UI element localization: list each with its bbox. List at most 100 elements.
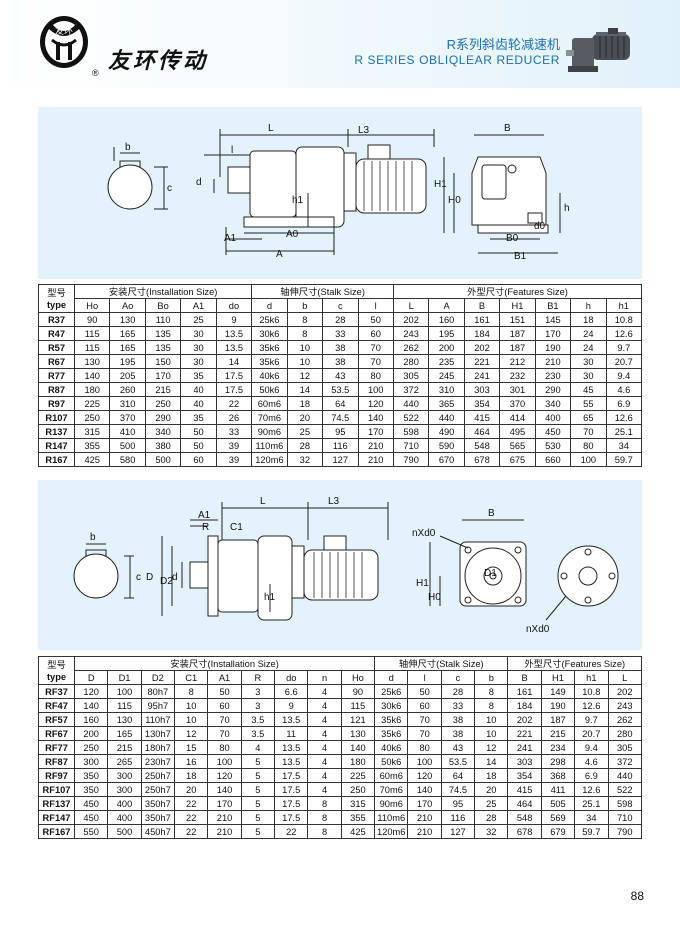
svg-text:A: A <box>276 249 283 260</box>
value-cell: 34 <box>605 438 643 453</box>
value-cell: 4.6 <box>605 382 643 397</box>
model-cell: R107 <box>38 410 75 425</box>
value-cell: 5 <box>240 768 276 783</box>
value-cell: 8 <box>474 684 509 699</box>
value-cell: 350h7 <box>140 796 176 811</box>
svg-text:l: l <box>231 145 233 156</box>
value-cell: 440 <box>428 410 465 425</box>
shaft-section-view <box>73 543 134 599</box>
column-header-cell: D2 <box>140 670 176 685</box>
value-cell: 315 <box>340 796 376 811</box>
value-cell: 50k6 <box>374 754 409 769</box>
value-cell: 33 <box>322 326 359 341</box>
column-header-cell: D <box>73 670 109 685</box>
value-cell: 230 <box>534 368 572 383</box>
value-cell: 4 <box>307 782 342 797</box>
value-cell: 10.8 <box>574 684 609 699</box>
value-cell: 70 <box>407 712 442 727</box>
value-cell: 60 <box>180 452 217 467</box>
column-header-cell: Ho <box>73 298 111 313</box>
svg-text:D1: D1 <box>484 568 497 579</box>
value-cell: 115 <box>340 698 376 713</box>
value-cell: 100 <box>407 754 442 769</box>
value-cell: 13.5 <box>274 740 309 755</box>
value-cell: 370 <box>499 396 536 411</box>
value-cell: 548 <box>463 438 501 453</box>
value-cell: 35 <box>180 410 217 425</box>
svg-text:D2: D2 <box>160 576 173 587</box>
value-cell: 14 <box>215 354 253 369</box>
type-header-cn: 型号 <box>47 659 66 670</box>
value-cell: 9.4 <box>605 368 643 383</box>
value-cell: 65 <box>570 410 607 425</box>
value-cell: 4 <box>307 712 342 727</box>
value-cell: 11 <box>274 726 309 741</box>
model-cell: R167 <box>38 452 75 467</box>
value-cell: 160 <box>428 312 465 327</box>
value-cell: 60m6 <box>251 396 288 411</box>
value-cell: 215 <box>144 382 182 397</box>
value-cell: 5 <box>240 824 276 839</box>
value-cell: 18 <box>474 768 509 783</box>
page-header: 友环 ® 友环传动 R系列斜齿轮减速机 R SERIES OBLIQLEAR R… <box>0 0 680 88</box>
model-cell: R87 <box>38 382 75 397</box>
value-cell: 340 <box>144 424 182 439</box>
value-cell: 50 <box>357 312 394 327</box>
value-cell: 190 <box>540 698 576 713</box>
value-cell: 300 <box>73 754 109 769</box>
column-header-cell: do <box>274 670 309 685</box>
shaft-section-view <box>107 147 168 210</box>
value-cell: 17.5 <box>215 382 253 397</box>
value-cell: 12.6 <box>574 782 609 797</box>
value-cell: 130 <box>73 354 111 369</box>
value-cell: 200 <box>73 726 109 741</box>
value-cell: 161 <box>507 684 542 699</box>
value-cell: 26 <box>215 410 253 425</box>
value-cell: 28 <box>440 684 476 699</box>
value-cell: 221 <box>507 726 542 741</box>
model-cell: R97 <box>38 396 75 411</box>
value-cell: 262 <box>607 712 642 727</box>
rf-series-drawing-panel: b c L L3 A1 R C1 D D2 <box>38 480 642 650</box>
value-cell: 40k6 <box>251 368 288 383</box>
value-cell: 202 <box>392 312 430 327</box>
value-cell: 38 <box>322 354 359 369</box>
value-cell: 548 <box>507 810 542 825</box>
svg-text:L: L <box>268 123 274 134</box>
value-cell: 30 <box>180 354 217 369</box>
svg-text:R: R <box>202 522 209 533</box>
value-cell: 9 <box>215 312 253 327</box>
svg-text:nXd0: nXd0 <box>412 528 436 539</box>
column-header-cell: n <box>307 670 342 685</box>
model-cell: RF77 <box>38 740 75 755</box>
column-header-cell: B <box>507 670 542 685</box>
flange-reducer-end-view <box>429 519 619 621</box>
svg-text:h: h <box>564 203 570 214</box>
value-cell: 14 <box>474 754 509 769</box>
value-cell: 30 <box>180 340 217 355</box>
value-cell: 425 <box>340 824 376 839</box>
page-title-en: R SERIES OBLIQLEAR REDUCER <box>354 53 560 67</box>
value-cell: 210 <box>407 824 442 839</box>
value-cell: 18 <box>174 768 209 783</box>
svg-text:D: D <box>146 572 153 583</box>
value-cell: 12.6 <box>605 410 643 425</box>
value-cell: 280 <box>607 726 642 741</box>
column-header-cell: do <box>215 298 253 313</box>
value-cell: 210 <box>357 452 394 467</box>
value-cell: 235 <box>428 354 465 369</box>
value-cell: 290 <box>534 382 572 397</box>
value-cell: 135 <box>144 326 182 341</box>
value-cell: 10.8 <box>605 312 643 327</box>
value-cell: 372 <box>392 382 430 397</box>
value-cell: 10 <box>474 726 509 741</box>
value-cell: 22 <box>174 796 209 811</box>
value-cell: 225 <box>73 396 111 411</box>
svg-text:d: d <box>172 572 178 583</box>
value-cell: 140 <box>207 782 242 797</box>
value-cell: 13.5 <box>215 340 253 355</box>
